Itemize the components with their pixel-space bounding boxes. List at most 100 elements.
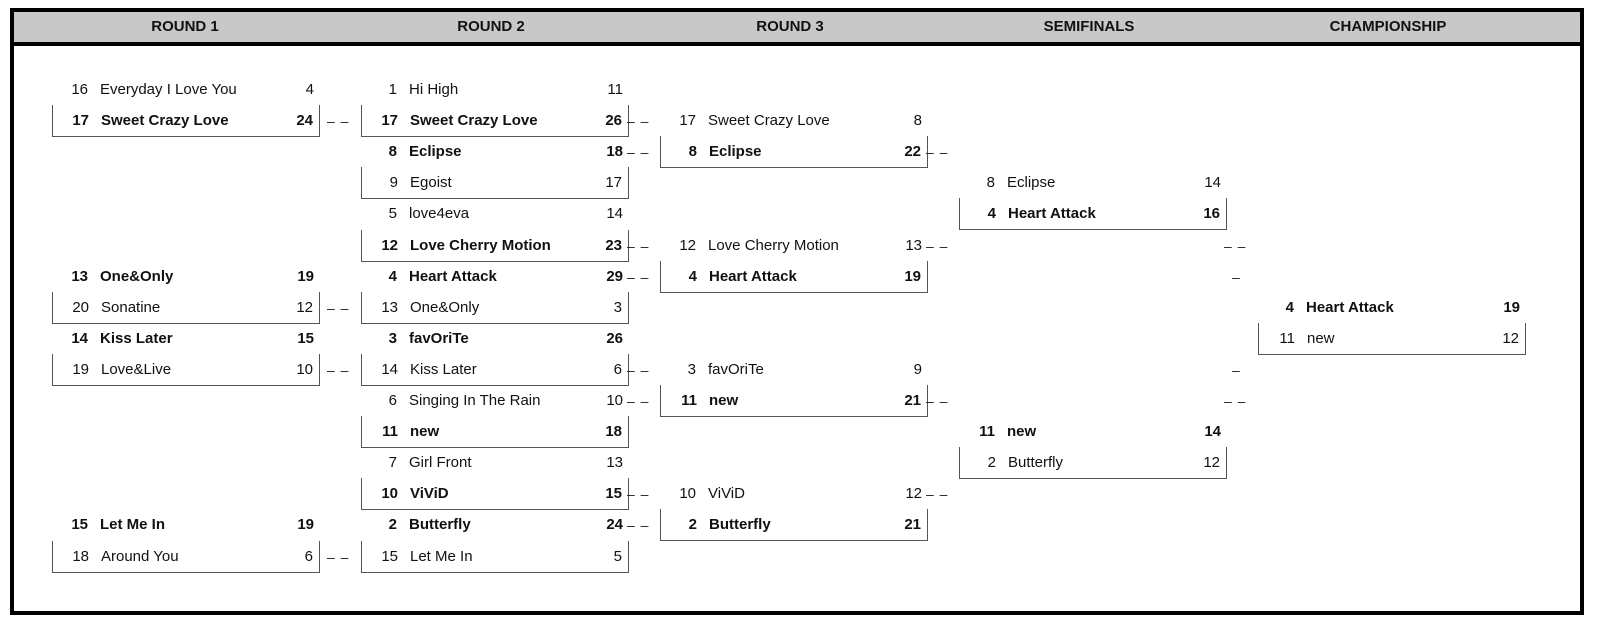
team-slot: 15 Let Me In 5 [361,540,629,573]
bracket-connector: – – [627,393,650,409]
team-seed: 5 [388,205,397,223]
bracket-connector: – – [327,299,350,316]
team-score: 12 [1502,329,1519,347]
team-score: 21 [904,392,921,409]
team-score: 4 [305,81,314,98]
team-name: Butterfly [409,516,471,534]
team-seed: 18 [72,547,89,565]
team-name: Butterfly [1008,454,1064,472]
team-score: 5 [613,547,622,565]
team-name: Let Me In [410,547,473,565]
team-name: Around You [101,547,179,565]
team-seed: 14 [381,360,398,378]
team-slot: 7 Girl Front 13 [361,447,629,479]
team-score: 19 [904,267,921,285]
team-slot: 10 ViViD 15 [361,478,629,511]
team-score: 15 [605,485,622,503]
team-name: favOriTe [708,360,764,378]
team-score: 23 [605,236,622,254]
team-score: 12 [296,298,313,316]
team-name: new [1007,423,1037,441]
team-seed: 7 [388,454,397,472]
team-score: 3 [613,298,622,316]
bracket-connector: – – [627,361,650,378]
team-name: Singing In The Rain [409,392,541,409]
team-score: 10 [606,392,623,409]
team-seed: 3 [388,329,397,347]
bracket-connector: – – [627,237,650,254]
team-slot: 2 Butterfly 21 [660,509,928,542]
team-name: Love Cherry Motion [708,236,839,254]
bracket-frame [10,8,1584,615]
team-score: 12 [905,485,922,503]
team-score: 24 [606,516,623,534]
team-score: 11 [607,81,623,98]
team-seed: 19 [72,360,89,378]
team-seed: 17 [72,112,89,130]
team-score: 19 [297,516,314,534]
team-name: ViViD [410,485,449,503]
team-name: Eclipse [1007,174,1056,192]
round-title-2: ROUND 2 [457,18,525,35]
team-seed: 4 [1285,298,1294,316]
team-name: Heart Attack [709,267,797,285]
team-seed: 1 [388,81,397,98]
team-score: 26 [605,112,622,130]
bracket-connector: – – [926,486,949,503]
team-seed: 16 [71,81,88,98]
team-seed: 15 [381,547,398,565]
team-name: One&Only [100,267,174,285]
team-name: Heart Attack [409,267,497,285]
team-seed: 10 [679,485,696,503]
team-name: Love&Live [101,360,172,378]
team-score: 13 [606,454,623,472]
team-name: Sweet Crazy Love [101,112,229,130]
team-name: new [1307,329,1335,347]
team-name: Heart Attack [1008,205,1096,223]
team-name: ViViD [708,485,745,503]
bracket-connector: – [1232,268,1241,285]
team-name: Heart Attack [1306,298,1394,316]
team-score: 21 [904,516,921,534]
bracket-connector: – – [627,144,650,161]
team-seed: 15 [71,516,88,534]
team-seed: 11 [979,423,995,441]
team-name: Butterfly [709,516,771,534]
bracket-connector: – [1232,361,1241,378]
team-seed: 4 [987,205,996,223]
team-score: 8 [913,112,922,130]
team-seed: 17 [679,112,696,130]
team-seed: 20 [72,298,89,316]
team-seed: 2 [688,516,697,534]
team-name: Everyday I Love You [100,81,237,98]
team-seed: 10 [381,485,398,503]
team-name: Egoist [410,174,452,192]
team-seed: 13 [381,298,398,316]
bracket-connector: – – [327,113,350,130]
team-name: Girl Front [409,454,472,472]
team-score: 29 [606,267,623,285]
team-seed: 12 [679,236,696,254]
bracket-connector: – – [926,144,949,161]
team-seed: 13 [71,267,88,285]
